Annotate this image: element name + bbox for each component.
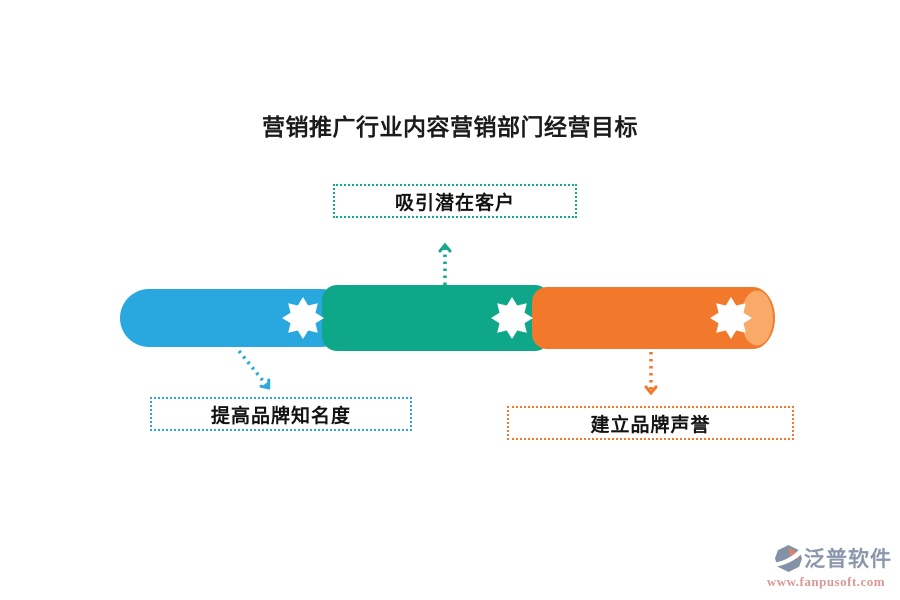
label-box-attract-customers: 吸引潜在客户 (333, 184, 577, 218)
star-icon (282, 297, 324, 339)
label-box-brand-awareness: 提高品牌知名度 (150, 397, 412, 431)
bar-segment-green (322, 285, 550, 351)
label-text: 建立品牌声誉 (590, 414, 711, 436)
star-icon (491, 297, 533, 339)
brand-url: www.fanpusoft.com (766, 574, 886, 589)
label-box-brand-reputation: 建立品牌声誉 (507, 406, 794, 440)
logo-swoosh (775, 547, 803, 566)
star-icon (710, 297, 752, 339)
bar-segment-orange (532, 287, 775, 349)
fanpu-logo-icon (774, 544, 803, 572)
label-text: 吸引潜在客户 (394, 192, 515, 214)
brand-name: 泛普软件 (804, 548, 892, 571)
watermark-logo: 泛普软件 www.fanpusoft.com (760, 543, 892, 590)
page-title: 营销推广行业内容营销部门经营目标 (262, 114, 638, 140)
bar-orange-end-cap (741, 290, 773, 346)
connector-arrow-left (237, 349, 271, 390)
label-text: 提高品牌知名度 (210, 405, 351, 427)
bar-segment-blue (120, 289, 350, 347)
